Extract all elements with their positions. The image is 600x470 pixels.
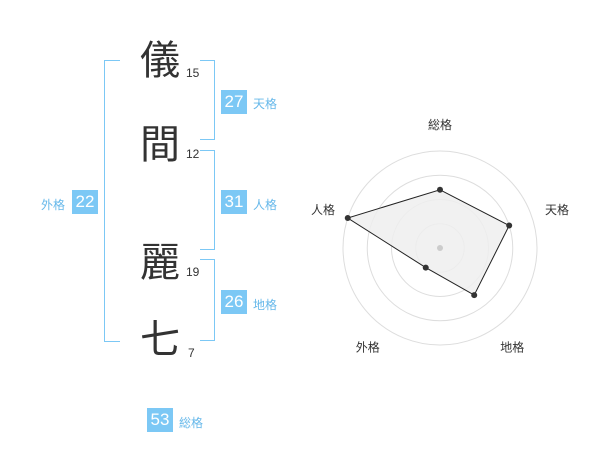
chikaku-value: 26 [221,290,247,314]
kanji-1-strokes: 15 [186,66,200,80]
radar-center [437,245,443,251]
kanji-4: 七 [140,317,180,363]
soukaku-value: 53 [147,408,173,432]
kanji-2-strokes: 12 [186,147,200,161]
jinkaku-label: 人格 [253,198,278,212]
radar-axis-label: 人格 [311,202,335,217]
kanji-1: 儀 [140,38,180,84]
chikaku-label: 地格 [253,298,278,312]
jinkaku-value: 31 [221,190,247,214]
kanji-3: 麗 [140,240,180,286]
tenkaku-label: 天格 [253,97,278,111]
radar-axis-label: 総格 [428,117,452,132]
radar-point [422,264,429,271]
kanji-4-strokes: 7 [188,346,195,360]
chikaku-bracket [200,259,215,341]
radar-point [506,222,513,229]
kanji-3-strokes: 19 [186,265,200,279]
radar-area [346,189,510,296]
tenkaku-bracket [200,60,215,140]
radar-axis-label: 天格 [545,202,569,217]
gaikaku-value: 22 [72,190,98,214]
jinkaku-bracket [200,150,215,250]
gaikaku-label: 外格 [41,198,66,212]
radar-ring [342,150,538,346]
kanji-2: 間 [140,122,180,168]
soukaku-label: 総格 [179,416,204,430]
radar-point [471,292,478,299]
radar-point [437,186,443,193]
radar-point [344,215,351,222]
gaikaku-bracket [104,60,120,342]
radar-axis-label: 地格 [500,340,524,355]
radar-axis-label: 外格 [356,340,380,355]
radar-ring [366,174,514,322]
tenkaku-value: 27 [221,90,247,114]
